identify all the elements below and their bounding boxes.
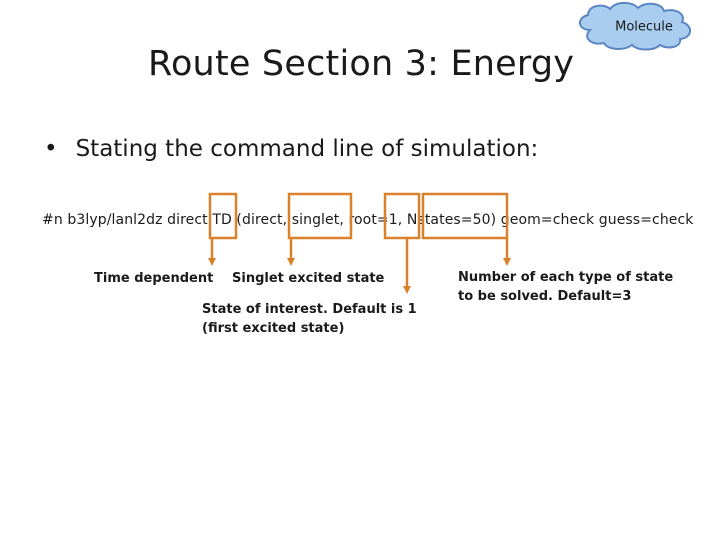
command-suffix: ) geom=check guess=check: [490, 212, 694, 228]
annotation-state-of-interest: State of interest. Default is 1 (first e…: [202, 300, 417, 338]
command-direct: (direct,: [231, 212, 292, 228]
command-line: #n b3lyp/lanl2dz direct TD (direct, sing…: [42, 212, 694, 228]
page-title: Route Section 3: Energy: [148, 44, 575, 84]
annotation-singlet-excited: Singlet excited state: [232, 271, 385, 286]
annotation-state-of-interest-line1: State of interest. Default is 1: [202, 302, 417, 317]
highlight-box-nstates: [421, 192, 509, 240]
command-td: TD: [212, 212, 232, 228]
highlight-box-singlet: [287, 192, 353, 240]
bullet-icon: •: [44, 136, 58, 162]
annotation-number-of-states: Number of each type of state to be solve…: [458, 268, 673, 306]
command-prefix: #n b3lyp/lanl2dz direct: [42, 212, 213, 228]
highlight-box-root: [383, 192, 421, 240]
annotation-state-of-interest-line2: (first excited state): [202, 321, 345, 336]
command-nstates: Nstates=50: [406, 212, 491, 228]
bullet-text: Stating the command line of simulation:: [75, 136, 539, 162]
annotation-time-dependent: Time dependent: [94, 271, 214, 286]
cloud-icon: [579, 1, 691, 51]
annotation-number-of-states-line2: to be solved. Default=3: [458, 289, 632, 304]
command-root: , root=1,: [339, 212, 407, 228]
molecule-badge-label: Molecule: [615, 20, 673, 35]
bullet-item: • Stating the command line of simulation:: [44, 136, 538, 162]
command-singlet: singlet: [291, 212, 340, 228]
annotation-number-of-states-line1: Number of each type of state: [458, 270, 674, 285]
molecule-badge[interactable]: Molecule: [579, 1, 691, 51]
highlight-box-td: [208, 192, 238, 240]
